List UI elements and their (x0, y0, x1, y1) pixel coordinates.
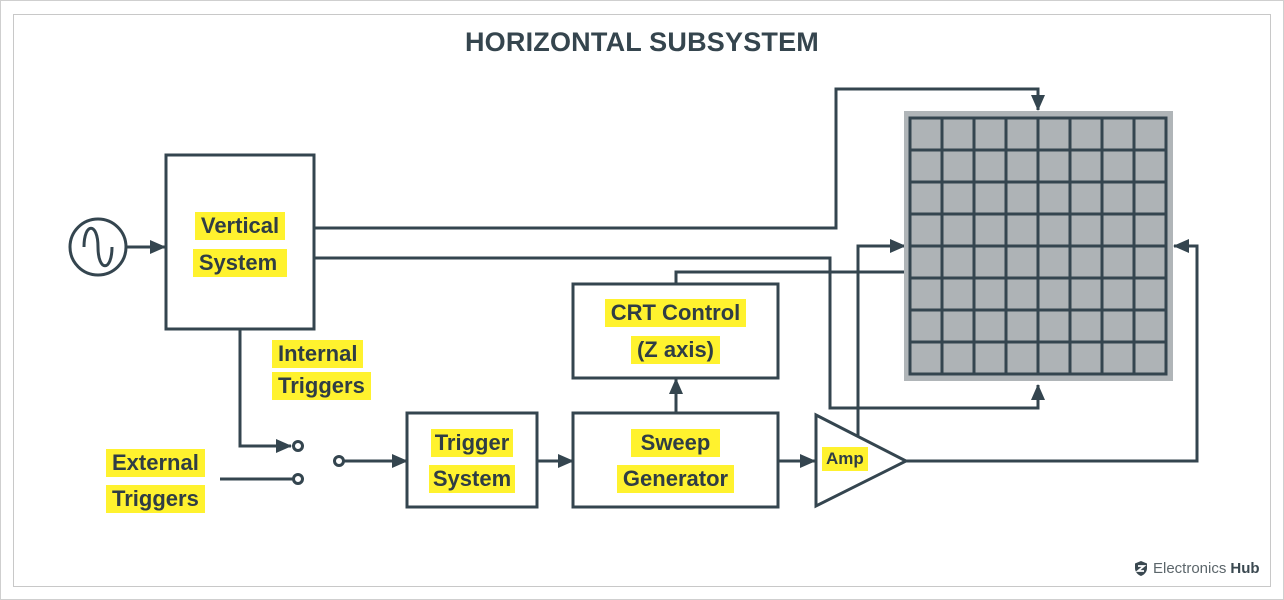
electronics-hub-logo: Electronics Hub (1133, 560, 1260, 577)
trigger-system-line2: System (428, 465, 516, 493)
logo-text-light: Electronics (1153, 560, 1227, 577)
shield-logo-icon (1135, 561, 1147, 576)
crt-screen-grid-icon (904, 111, 1173, 381)
trigger-system-label: Trigger System (407, 429, 537, 493)
sweep-generator-line1: Sweep (630, 429, 721, 457)
external-triggers-label: External Triggers (106, 449, 205, 513)
spdt-switch-icon (292, 440, 345, 485)
crt-control-line2: (Z axis) (630, 336, 721, 364)
crt-control-line1: CRT Control (604, 299, 747, 327)
vertical-system-label: Vertical System (190, 212, 290, 277)
vertical-system-line2: System (192, 249, 288, 277)
internal-trigger-line (238, 329, 292, 453)
amp-text: Amp (822, 447, 868, 471)
amp-output-to-screen-left (856, 239, 906, 436)
ac-sine-source-icon (68, 217, 128, 277)
logo-text-bold: Hub (1230, 560, 1260, 577)
vertical-system-block (164, 153, 316, 331)
vertical-system-line1: Vertical (194, 212, 286, 240)
trigger-system-line1: Trigger (430, 429, 514, 457)
vertical-signal-to-crt-bottom (314, 256, 1045, 410)
sweep-generator-line2: Generator (616, 465, 735, 493)
diagram-title: HORIZONTAL SUBSYSTEM (464, 27, 819, 57)
internal-triggers-line2: Triggers (272, 372, 371, 400)
inner-frame (13, 14, 1271, 587)
sweep-generator-label: Sweep Generator (573, 429, 778, 493)
internal-triggers-line1: Internal (272, 340, 364, 368)
crt-control-to-screen-line (674, 270, 906, 284)
vertical-signal-to-crt-top (314, 87, 1045, 230)
amp-output-to-screen-right (906, 239, 1199, 463)
amp-label: Amp (822, 447, 868, 471)
external-triggers-line1: External (106, 449, 205, 477)
internal-triggers-label: Internal Triggers (272, 340, 371, 400)
external-triggers-line2: Triggers (106, 485, 205, 513)
crt-control-label: CRT Control (Z axis) (573, 299, 778, 364)
